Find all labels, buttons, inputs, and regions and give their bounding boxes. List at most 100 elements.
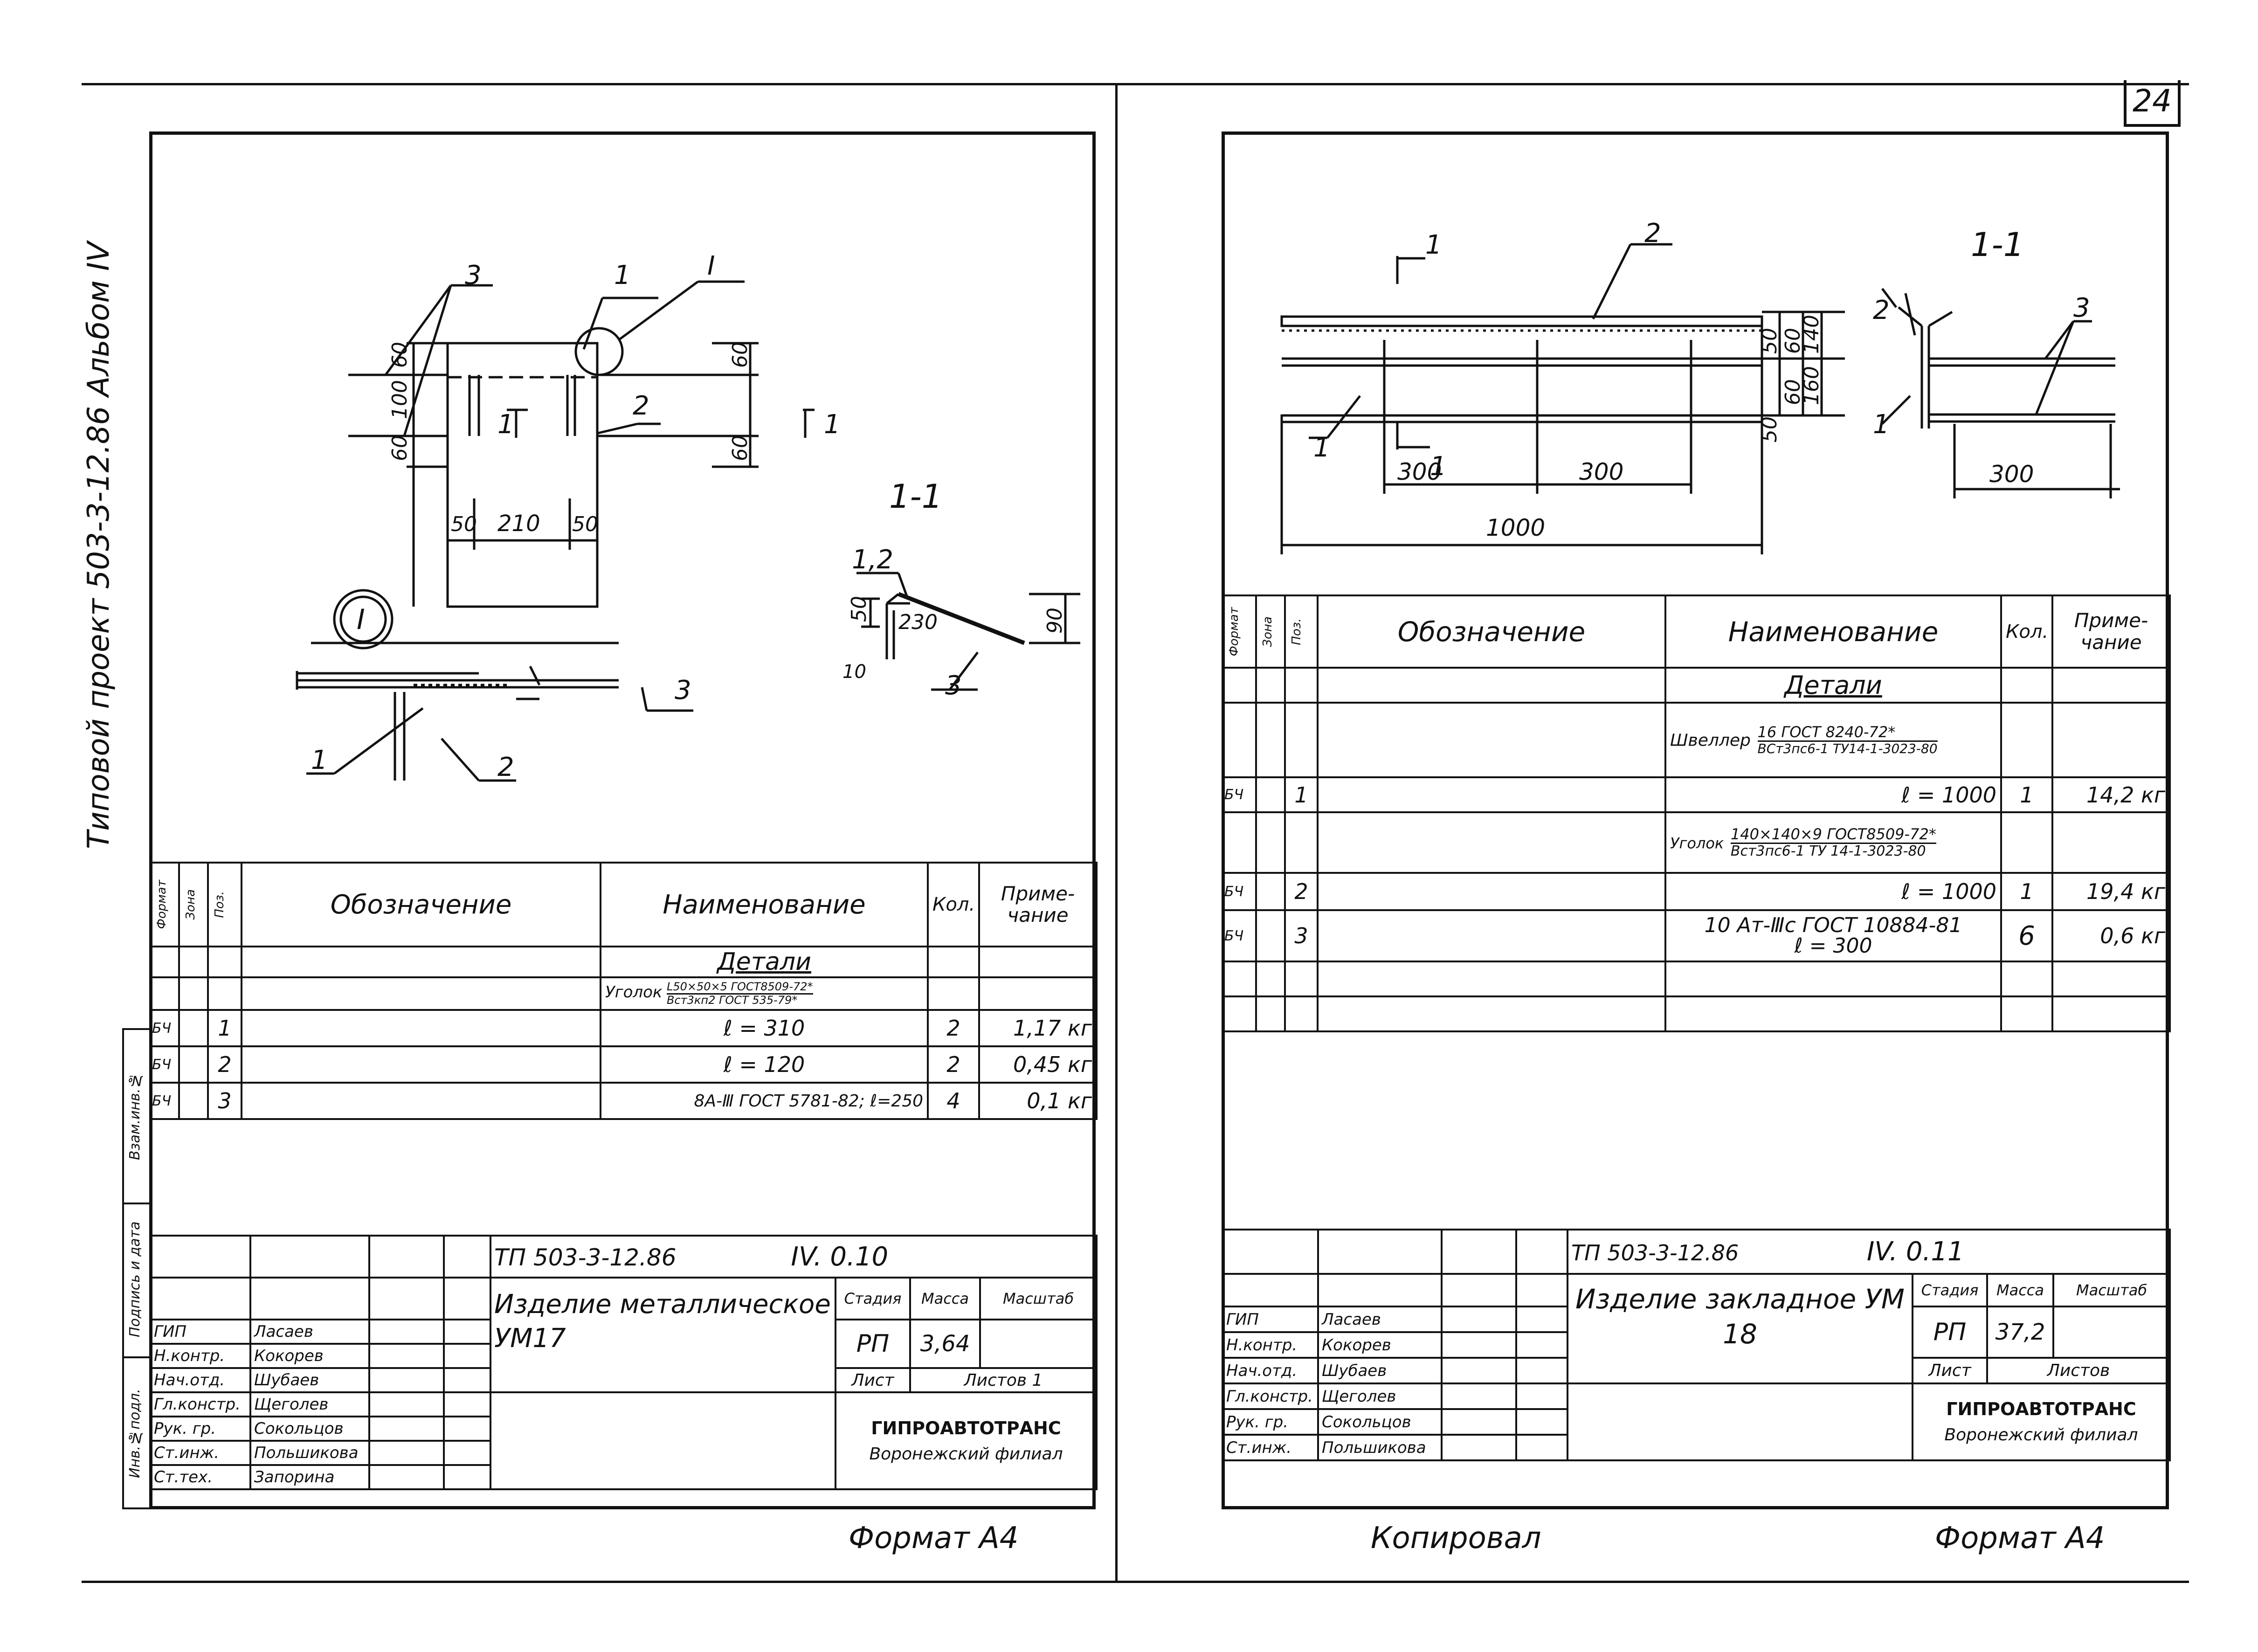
dim-value: 10	[842, 661, 866, 683]
spec-item2-material: Уголок 140×140×9 ГОСТ8509-72* Вст3пс6-1 …	[1664, 811, 2002, 874]
dim-value: 1000	[1486, 514, 1545, 541]
pos-label: 1	[1873, 409, 1890, 440]
tb-sheet-code: IV. 0.10	[791, 1241, 889, 1272]
dim-value: 60	[1781, 379, 1805, 405]
tb-org: ГИПРОАВТОТРАНС	[871, 1417, 1061, 1438]
dim-value: 60	[728, 342, 752, 368]
right-title-block: ТП 503-3-12.86 IV. 0.11 Изделие закладно…	[1222, 1229, 2171, 1461]
pos-label: 1,2	[852, 545, 893, 575]
hdr-format: Формат	[149, 862, 180, 947]
spec-item1-material: Швеллер 16 ГОСТ 8240-72* ВСт3пс6-1 ТУ14-…	[1664, 702, 2002, 778]
sheet-number-box: 24	[2124, 80, 2181, 127]
tb-branch: Воронежский филиал	[1944, 1425, 2138, 1445]
dim-value: 60	[388, 342, 412, 368]
pos-label: 1	[614, 260, 631, 290]
tb-code-row: ТП 503-3-12.86 IV. 0.10	[489, 1235, 1098, 1279]
section-title: 1-1	[1971, 226, 2024, 264]
stamp-inv-no: Инв.№подл.	[127, 1389, 143, 1478]
dim-value: 50	[1758, 328, 1782, 354]
tb-code-row: ТП 503-3-12.86 IV. 0.11	[1566, 1229, 2171, 1275]
left-spec-table: Формат Зона Поз. Обозначение Наименовани…	[149, 862, 1098, 1120]
tb-stage: РП	[835, 1319, 911, 1369]
tb-stage: РП	[1912, 1306, 1988, 1359]
hdr-qty: Кол.	[927, 862, 980, 947]
dim-value: 50	[1758, 416, 1782, 442]
spec-row: БЧ 2 ℓ = 1000 1 19,4 кг	[1222, 872, 2171, 911]
dim-value: 160	[1800, 366, 1823, 405]
right-spec-table: Формат Зона Поз. Обозначение Наименовани…	[1222, 594, 2171, 1032]
side-title: Типовой проект 503-3-12.86 Альбом IV	[82, 242, 116, 850]
pos-label: 1	[1425, 230, 1442, 260]
tb-org: ГИПРОАВТОТРАНС	[1946, 1399, 2136, 1419]
tb-mass: 3,64	[909, 1319, 981, 1369]
pos-label: I	[707, 251, 715, 281]
dim-value: 50	[847, 596, 871, 622]
spec-material: Уголок L50×50×5 ГОСТ8509-72* Вст3кп2 ГОС…	[600, 976, 929, 1011]
left-title-block: ТП 503-3-12.86 IV. 0.10 Изделие металлич…	[149, 1235, 1098, 1490]
dim-value: 50	[572, 512, 598, 536]
plate-elevation	[1280, 315, 1763, 327]
hdr-format: Формат	[1222, 594, 1257, 669]
pos-label: 3	[675, 675, 691, 705]
pos-label: 3	[945, 670, 962, 701]
detail-label: I	[357, 603, 365, 636]
tb-mass: 37,2	[1986, 1306, 2054, 1359]
dim-value: 300	[1989, 461, 2034, 488]
center-divider	[1115, 83, 1118, 1582]
tb-code: ТП 503-3-12.86	[1571, 1240, 1739, 1265]
detail-I-circle	[333, 589, 394, 650]
dim-value: 230	[898, 610, 938, 634]
spec-row: БЧ 1 ℓ = 310 2 1,17 кг	[149, 1009, 1098, 1047]
dim-value: 210	[497, 511, 540, 537]
left-side-stamp: Инв.№подл. Подпись и дата Взам.инв.№	[122, 1028, 151, 1509]
hdr-note: Приме-чание	[978, 862, 1098, 947]
left-drawing: 3 1 I 2 1 1 1-1 1,2 3 I 1 3 2 50 210 50 …	[296, 251, 1080, 782]
tb-code: ТП 503-3-12.86	[494, 1244, 677, 1271]
copied-by-label: Копировал	[1371, 1521, 1541, 1555]
dim-value: 50	[451, 512, 477, 536]
hdr-note: Приме-чание	[2051, 594, 2171, 669]
hdr-name: Наименование	[600, 862, 929, 947]
dim-value: 60	[728, 435, 752, 461]
bottom-rule	[82, 1581, 2189, 1583]
stamp-signature-date: Подпись и дата	[127, 1221, 143, 1338]
right-format-label: Формат А4	[1935, 1521, 2105, 1555]
pos-label: 2	[1644, 218, 1661, 249]
pos-label: 1	[497, 409, 514, 440]
spec-row: БЧ 3 8А-Ⅲ ГОСТ 5781-82; ℓ=250 4 0,1 кг	[149, 1082, 1098, 1120]
pos-label: 2	[633, 391, 649, 421]
plate-plan	[446, 342, 599, 608]
pos-label: 2	[1873, 295, 1890, 325]
hdr-pos: Поз.	[207, 862, 242, 947]
dim-value: 300	[1397, 458, 1442, 485]
pos-label: 1	[1430, 451, 1447, 482]
pos-label: 1	[1313, 433, 1330, 463]
sheet-number: 24	[2133, 83, 2172, 119]
tb-title: Изделие металлическое УМ17	[490, 1277, 836, 1393]
pos-label: 2	[497, 752, 514, 782]
spec-section: Детали	[1664, 667, 2002, 704]
dim-value: 90	[1043, 608, 1067, 634]
tb-organization: ГИПРОАВТОТРАНС Воронежский филиал	[834, 1391, 1098, 1490]
tb-sheet-code: IV. 0.11	[1866, 1237, 1964, 1267]
section-title: 1-1	[889, 477, 942, 516]
left-sheet-frame	[149, 131, 1096, 1509]
spec-section: Детали	[600, 946, 929, 978]
dim-value: 60	[388, 435, 412, 461]
hdr-designation: Обозначение	[1317, 594, 1666, 669]
hdr-zone: Зона	[1255, 594, 1286, 669]
dim-value: 140	[1800, 315, 1823, 354]
tb-title: Изделие закладное УМ 18	[1567, 1273, 1913, 1384]
dim-value: 300	[1579, 458, 1623, 485]
spec-row: БЧ 1 ℓ = 1000 1 14,2 кг	[1222, 776, 2171, 813]
hdr-pos: Поз.	[1284, 594, 1319, 669]
detail-circle	[574, 327, 624, 376]
pos-label: 3	[2073, 293, 2090, 323]
hdr-qty: Кол.	[2000, 594, 2053, 669]
pos-label: 3	[465, 260, 482, 290]
dim-value: 100	[388, 380, 412, 419]
hdr-designation: Обозначение	[241, 862, 601, 947]
pos-label: 1	[824, 409, 841, 440]
tb-branch: Воронежский филиал	[869, 1444, 1063, 1464]
right-drawing: 1 2 1-1 1 1 2 3 1 300 300 1000 300 50 60…	[1280, 218, 2120, 554]
